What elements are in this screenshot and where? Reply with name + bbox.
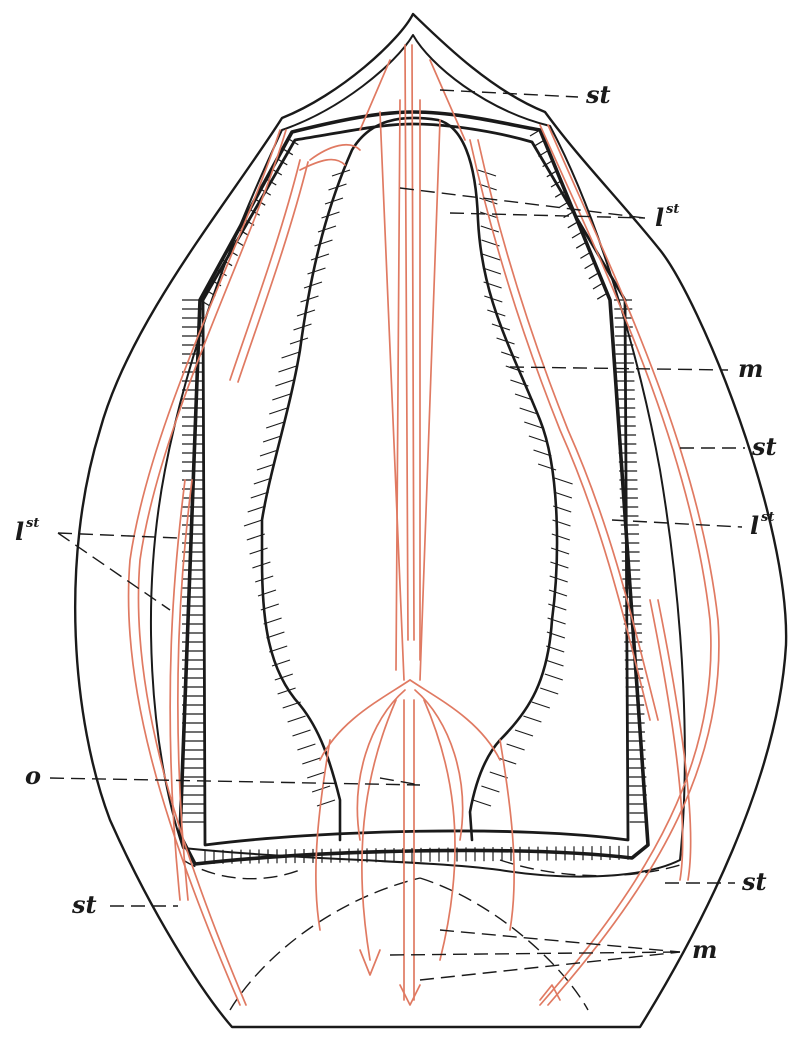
- outer-outline: [75, 14, 786, 1027]
- label-o: o: [25, 761, 41, 790]
- locule-hair: [302, 758, 320, 764]
- wall-hatch-mark: [534, 140, 544, 146]
- locule-hair: [552, 534, 570, 540]
- label-lst-right-sup: st: [761, 510, 774, 525]
- locule-hair: [515, 730, 533, 736]
- locule-hair: [555, 478, 573, 484]
- locule-hair: [549, 590, 567, 596]
- locule-hair: [315, 240, 333, 246]
- locule-hair: [290, 338, 308, 344]
- label-m-bottom: m: [692, 935, 717, 964]
- locule-hair: [244, 520, 262, 526]
- label-lst-upper-sup: st: [666, 202, 679, 217]
- locule-hair: [282, 352, 300, 358]
- locule-hair: [283, 702, 301, 708]
- wall-hatch-mark: [593, 283, 603, 289]
- wall-hatch-mark: [576, 242, 586, 248]
- label-lst-right: l: [750, 511, 759, 540]
- wall-hatch-mark: [597, 293, 607, 299]
- locule-hair: [308, 268, 326, 274]
- label-st-right: st: [751, 432, 777, 461]
- locule-hair: [540, 688, 558, 694]
- locule-hair: [318, 226, 336, 232]
- locule-hair: [322, 212, 340, 218]
- locule-hair: [546, 660, 564, 666]
- locule-hair: [272, 394, 290, 400]
- locule-hair: [293, 730, 311, 736]
- locule-hair: [275, 674, 293, 680]
- locule-hair: [548, 604, 566, 610]
- locule-hair: [481, 226, 499, 232]
- locule-hair: [473, 800, 491, 806]
- wall-hatch-mark: [568, 222, 578, 228]
- locule-hair: [484, 282, 502, 288]
- wall-hatch-mark: [589, 273, 599, 279]
- locule-hair: [498, 758, 516, 764]
- locule-hair: [307, 772, 325, 778]
- label-st-lower-right: st: [741, 867, 767, 896]
- basal-dashed-curve-right: [420, 878, 588, 1010]
- chamber-inner-wall: [203, 124, 628, 845]
- locule-hair: [550, 576, 568, 582]
- outer-inner-outline: [151, 35, 685, 877]
- locule-hair: [269, 408, 287, 414]
- locule-hair: [297, 744, 315, 750]
- locule-hair: [524, 422, 542, 428]
- wall-hatch-mark: [572, 232, 582, 238]
- locule-hair: [550, 562, 568, 568]
- locule-hair: [523, 716, 541, 722]
- locule-hair: [545, 674, 563, 680]
- basal-dashed-curve-left: [230, 878, 420, 1010]
- locule-hair: [481, 786, 499, 792]
- locule-hair: [288, 716, 306, 722]
- wall-hatch-mark: [585, 263, 595, 269]
- locule-hair: [258, 590, 276, 596]
- locule-hair: [551, 548, 569, 554]
- label-lst-left-sup: st: [26, 516, 39, 531]
- label-st-top: st: [585, 80, 611, 109]
- locule-hair: [311, 254, 329, 260]
- locule-hair: [548, 618, 566, 624]
- locule-hair: [266, 422, 284, 428]
- label-lst-upper: l: [655, 203, 664, 232]
- locule-hair: [532, 702, 550, 708]
- label-st-lower-left: st: [71, 890, 97, 919]
- locule-hair: [482, 254, 500, 260]
- locule-hair: [553, 520, 571, 526]
- locule-hair: [538, 464, 556, 470]
- locule-hair: [275, 380, 293, 386]
- locule-hair: [278, 366, 296, 372]
- locule-hair: [507, 744, 525, 750]
- locule-hair: [501, 352, 519, 358]
- wall-hatch-mark: [580, 252, 590, 258]
- locule-hair: [266, 632, 284, 638]
- label-lst-left: l: [15, 517, 24, 546]
- locule-hair: [250, 548, 268, 554]
- locule-hair: [529, 436, 547, 442]
- label-m-mid: m: [738, 354, 763, 383]
- locule-hair: [312, 786, 330, 792]
- locule-hair: [255, 576, 273, 582]
- locule-hair: [304, 282, 322, 288]
